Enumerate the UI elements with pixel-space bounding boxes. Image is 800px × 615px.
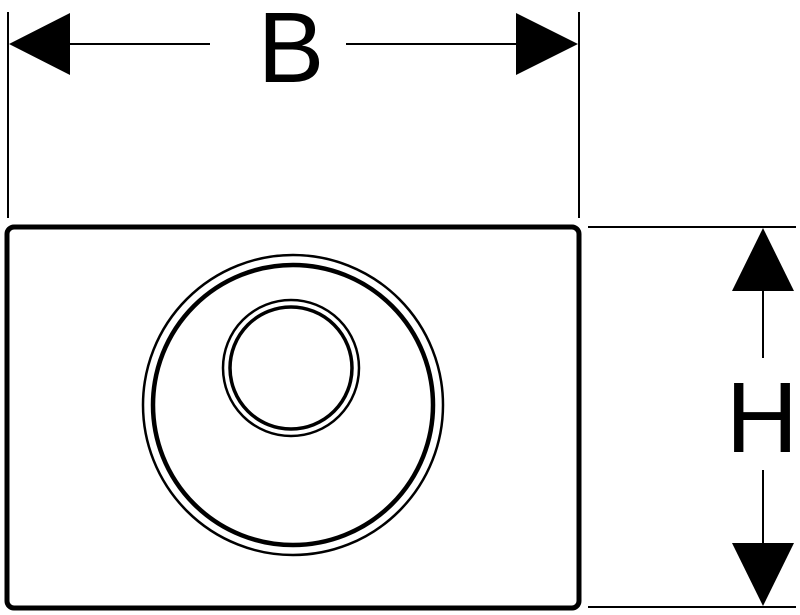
width-label: B: [258, 0, 325, 104]
plate-outline: [4, 224, 582, 611]
outer-ring: [141, 253, 445, 557]
height-label: H: [726, 362, 798, 474]
outer-ring-outer-circle: [141, 253, 445, 557]
height-dimension: H: [588, 226, 798, 608]
outer-ring-inner-circle: [150, 262, 436, 548]
width-arrowhead-right: [516, 13, 578, 75]
height-arrowhead-top: [732, 228, 794, 291]
sensor-circle: [221, 298, 361, 438]
width-dimension: B: [7, 0, 580, 218]
sensor-circle-outer: [221, 298, 361, 438]
height-arrowhead-bottom: [732, 543, 794, 606]
width-arrowhead-left: [9, 13, 70, 75]
sensor-circle-inner: [228, 305, 354, 431]
